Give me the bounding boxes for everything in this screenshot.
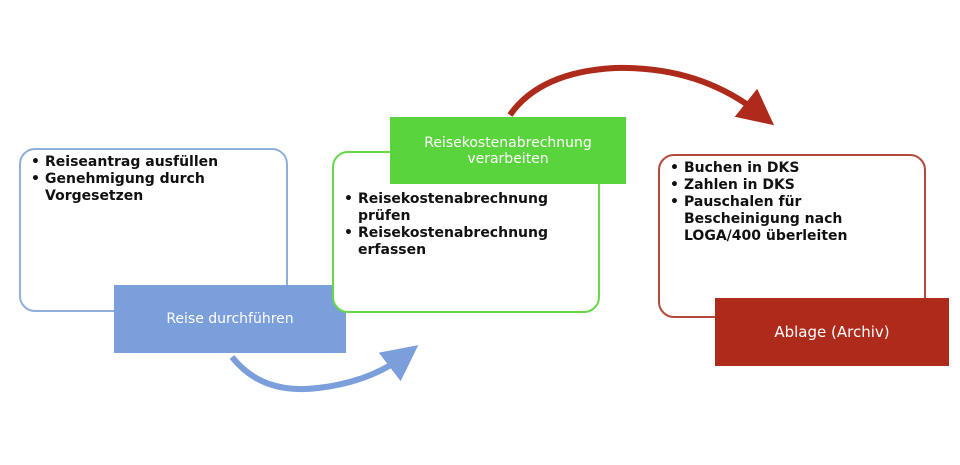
- list-item: Genehmigung durch Vorgesetzen: [31, 171, 281, 205]
- blue-curved-arrow-icon: [229, 345, 419, 393]
- stage-box-booking: Buchen in DKS Zahlen in DKS Pauschalen f…: [658, 154, 926, 318]
- red-curved-arrow-icon: [507, 64, 775, 126]
- stage-box-planning: Reiseantrag ausfüllen Genehmigung durch …: [19, 148, 288, 312]
- stage-items: Reiseantrag ausfüllen Genehmigung durch …: [31, 154, 281, 205]
- list-item: Reisekostenabrechnung prüfen: [344, 191, 594, 225]
- stage-label-processing: Reisekostenabrechnung verarbeiten: [390, 117, 626, 184]
- list-item: Reisekostenabrechnung erfassen: [344, 225, 594, 259]
- list-item: Pauschalen für Bescheinigung nach LOGA/4…: [670, 194, 920, 245]
- stage-label-travel: Reise durchführen: [114, 285, 346, 353]
- stage-label-archive: Ablage (Archiv): [715, 298, 949, 366]
- list-item: Reiseantrag ausfüllen: [31, 154, 281, 171]
- stage-items: Reisekostenabrechnung prüfen Reisekosten…: [344, 191, 594, 259]
- stage-items: Buchen in DKS Zahlen in DKS Pauschalen f…: [670, 160, 920, 245]
- list-item: Buchen in DKS: [670, 160, 920, 177]
- list-item: Zahlen in DKS: [670, 177, 920, 194]
